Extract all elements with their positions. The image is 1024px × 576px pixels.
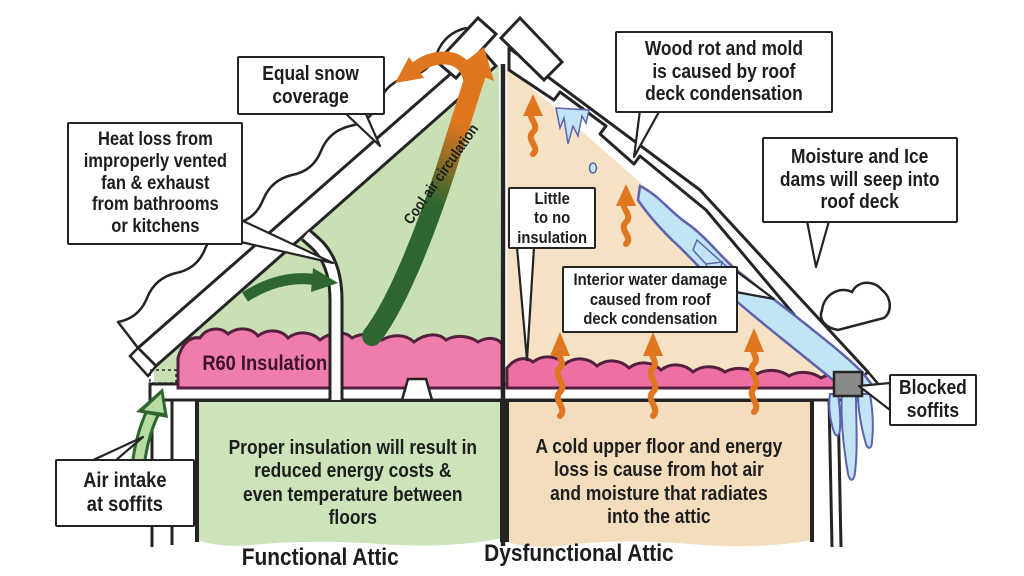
r60-insulation-label-text: R60 Insulation <box>202 352 328 375</box>
dysfunctional-attic-label-text: Dysfunctional Attic <box>484 540 674 567</box>
left-roof <box>116 26 499 384</box>
r60-insulation-label: R60 Insulation <box>185 350 345 378</box>
soffit-vent-dotted <box>149 369 177 384</box>
ridge-vent <box>434 15 565 83</box>
callout-leaders <box>89 108 892 463</box>
icicles <box>828 390 874 481</box>
exhaust-duct <box>301 229 344 400</box>
left-eave-fascia <box>128 346 158 378</box>
ceiling-fixture <box>400 377 434 402</box>
air-flow-arrow <box>242 268 338 302</box>
eave-snow-mound <box>819 281 891 332</box>
heat-rise-arrows <box>523 94 764 419</box>
functional-attic-label-text: Functional Attic <box>241 544 399 571</box>
dysfunctional-attic-label: Dysfunctional Attic <box>479 540 679 567</box>
functional-attic-label: Functional Attic <box>230 544 410 571</box>
ridge-exhaust-arrow <box>395 51 478 101</box>
blocked-soffit-block <box>832 370 864 398</box>
cool-air-arrow <box>362 47 494 346</box>
